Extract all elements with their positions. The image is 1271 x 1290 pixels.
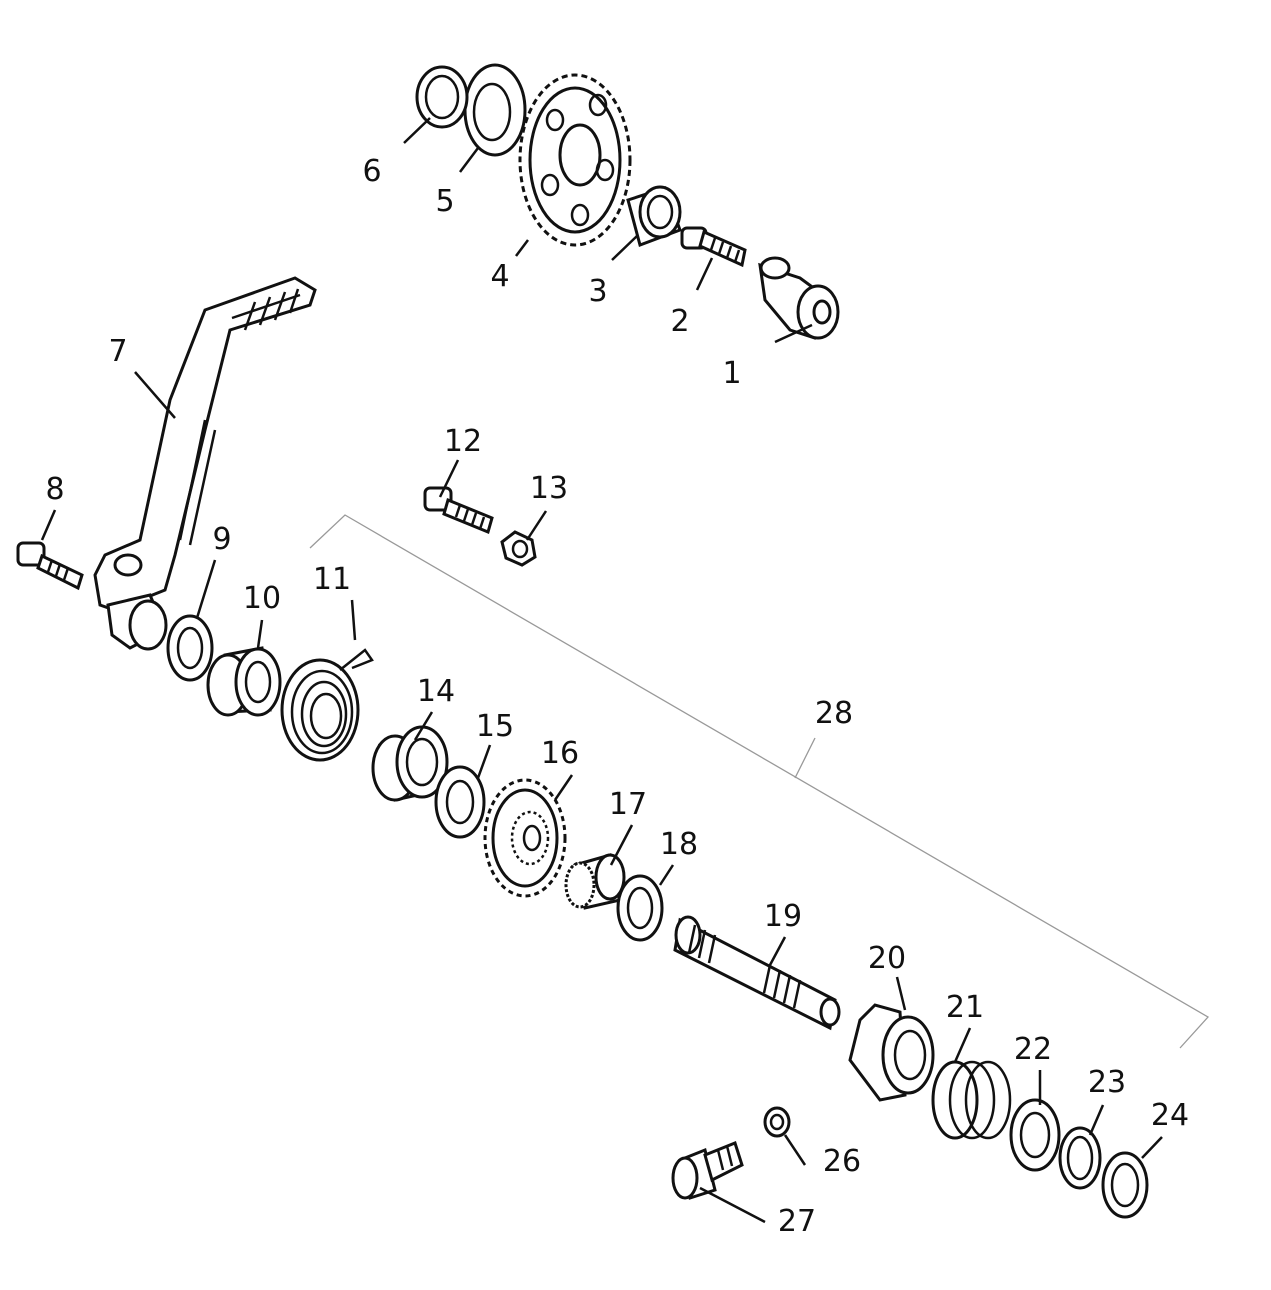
- label-4: 4: [490, 259, 509, 294]
- label-17: 17: [609, 787, 647, 822]
- part-3-needle-bearing: [626, 185, 682, 247]
- part-20-ratchet: [848, 1003, 935, 1102]
- part-9-washer: [166, 614, 214, 682]
- label-10: 10: [243, 581, 281, 616]
- part-4-gear: [518, 73, 632, 247]
- label-24: 24: [1151, 1098, 1189, 1133]
- part-1-bushing: [758, 256, 840, 340]
- part-14-ring: [371, 725, 449, 802]
- part-7-kick-lever: [93, 276, 317, 651]
- part-23-circlip: [1058, 1126, 1102, 1190]
- label-14: 14: [417, 674, 455, 709]
- label-23: 23: [1088, 1065, 1126, 1100]
- label-13: 13: [530, 471, 568, 506]
- assembly-bracket-28: [309, 514, 1210, 1049]
- part-21-spring: [931, 1060, 1012, 1140]
- part-12-bolt: [423, 486, 494, 535]
- part-17-needle-bearing: [564, 853, 626, 910]
- label-3: 3: [588, 274, 607, 309]
- label-16: 16: [541, 736, 579, 771]
- label-5: 5: [435, 184, 454, 219]
- part-22-washer: [1009, 1098, 1061, 1172]
- label-11: 11: [313, 562, 351, 597]
- part-24-washer: [1101, 1151, 1149, 1219]
- part-10-bushing: [206, 646, 282, 717]
- label-6: 6: [362, 154, 381, 189]
- part-5-washer: [463, 63, 527, 157]
- label-26: 26: [823, 1144, 861, 1179]
- label-2: 2: [670, 304, 689, 339]
- part-13-nut: [500, 530, 537, 567]
- label-20: 20: [868, 941, 906, 976]
- label-12: 12: [444, 424, 482, 459]
- label-28: 28: [815, 696, 853, 731]
- part-11-spring: [280, 648, 374, 762]
- label-18: 18: [660, 827, 698, 862]
- part-27-bolt: [671, 1141, 744, 1200]
- label-8: 8: [45, 472, 64, 507]
- part-18-washer: [616, 874, 664, 942]
- label-7: 7: [108, 334, 127, 369]
- label-21: 21: [946, 990, 984, 1025]
- label-9: 9: [212, 522, 231, 557]
- part-15-washer: [434, 765, 486, 839]
- part-6-circlip: [415, 65, 469, 129]
- label-27: 27: [778, 1204, 816, 1239]
- part-number-labels: 1 2 3 4 5 6 7 8 9 10 11 12 13 14 15 16 1…: [45, 154, 1189, 1239]
- part-19-shaft: [673, 915, 841, 1031]
- part-16-gear: [483, 778, 567, 898]
- label-1: 1: [722, 356, 741, 391]
- part-26-washer: [763, 1106, 791, 1138]
- label-19: 19: [764, 899, 802, 934]
- label-15: 15: [476, 709, 514, 744]
- part-2-bolt: [680, 226, 747, 268]
- label-22: 22: [1014, 1032, 1052, 1067]
- part-8-bolt: [16, 541, 84, 591]
- leader-lines: [40, 117, 1163, 1224]
